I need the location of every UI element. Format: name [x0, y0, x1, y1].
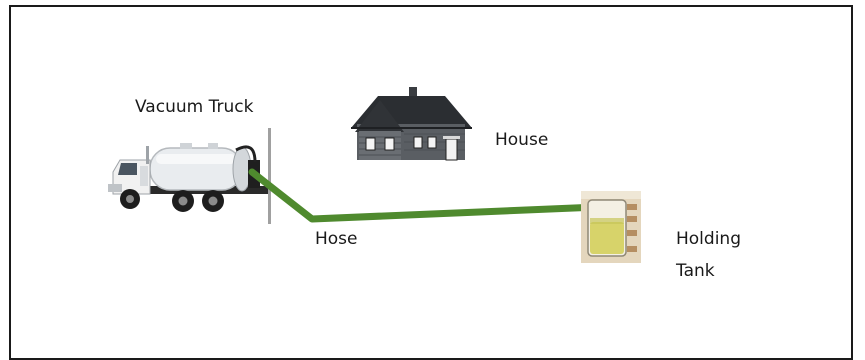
- house-label: House: [495, 130, 549, 150]
- holding-tank-icon: [581, 191, 641, 263]
- marker-post: [268, 128, 271, 224]
- vacuum-truck-label: Vacuum Truck: [135, 97, 254, 117]
- hose-label: Hose: [315, 229, 358, 249]
- holding-tank-label-line2: Tank: [676, 261, 715, 281]
- hose-line: [248, 168, 602, 223]
- holding-tank-label-line1: Holding: [676, 229, 741, 249]
- vacuum-truck-icon: [108, 143, 268, 212]
- house-icon: [351, 87, 472, 161]
